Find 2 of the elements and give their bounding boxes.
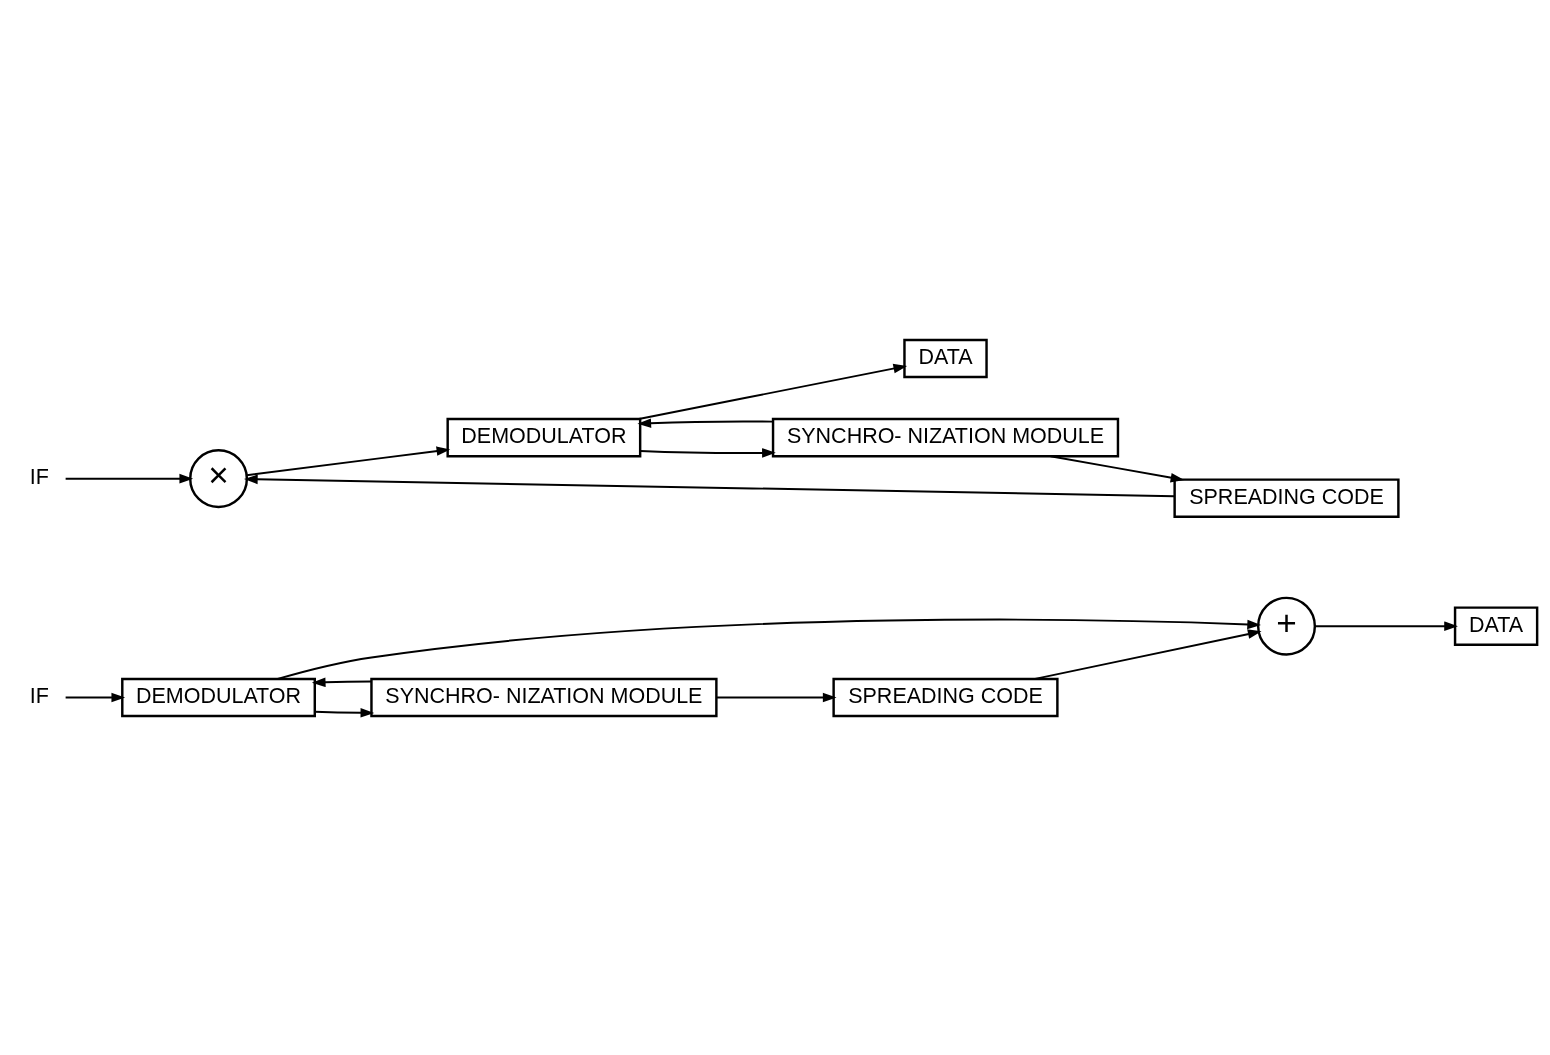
node-text: IF: [29, 464, 49, 489]
node-text: IF: [29, 683, 49, 708]
